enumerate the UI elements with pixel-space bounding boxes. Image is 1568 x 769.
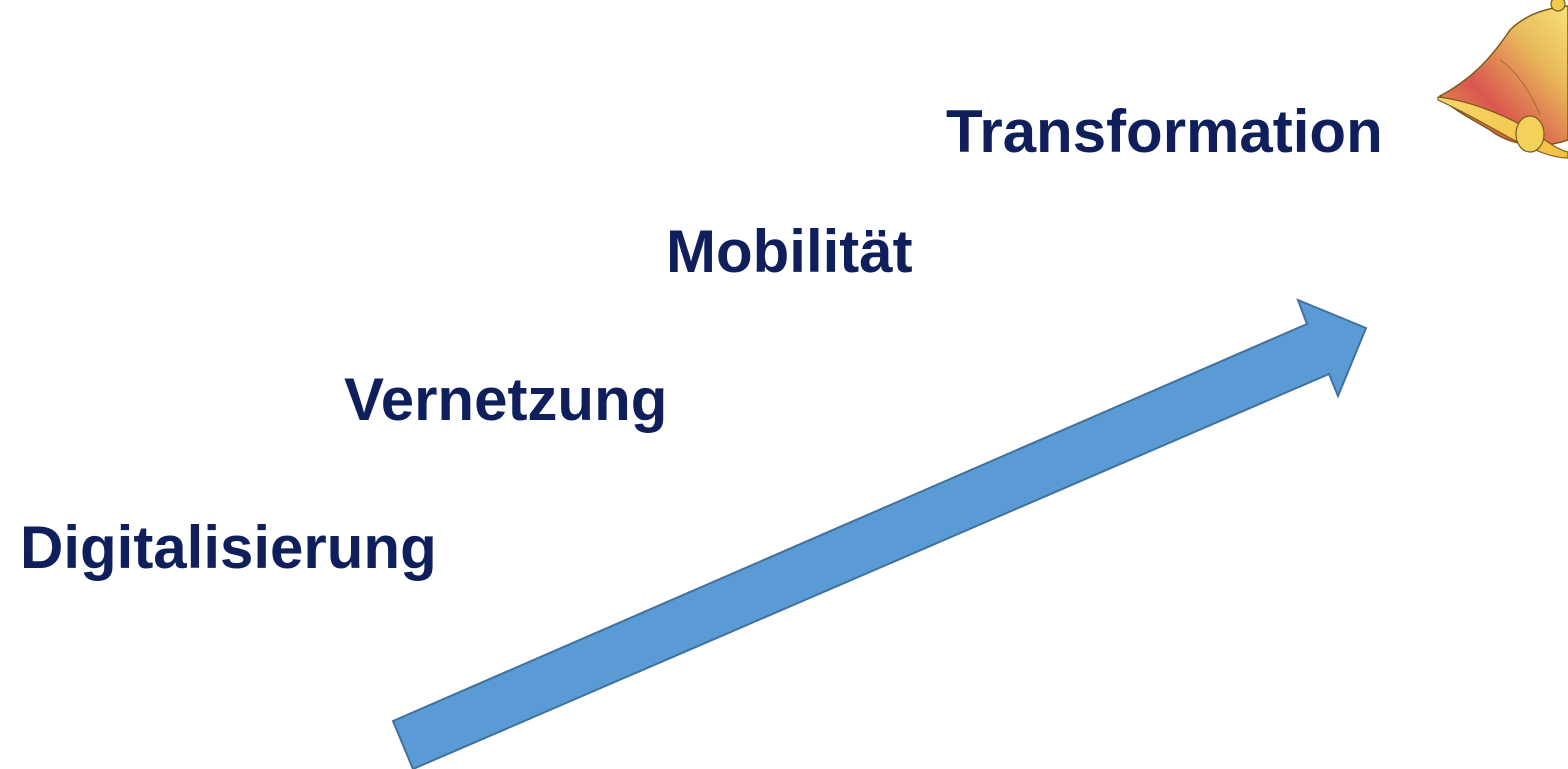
step-label-vernetzung: Vernetzung bbox=[344, 366, 668, 433]
arrow-up-right-icon bbox=[391, 298, 1368, 769]
step-label-digitalisierung: Digitalisierung bbox=[20, 514, 437, 581]
step-label-transformation: Transformation bbox=[946, 98, 1383, 165]
step-label-mobilitaet: Mobilität bbox=[666, 218, 913, 285]
bell-icon bbox=[1437, 0, 1568, 159]
